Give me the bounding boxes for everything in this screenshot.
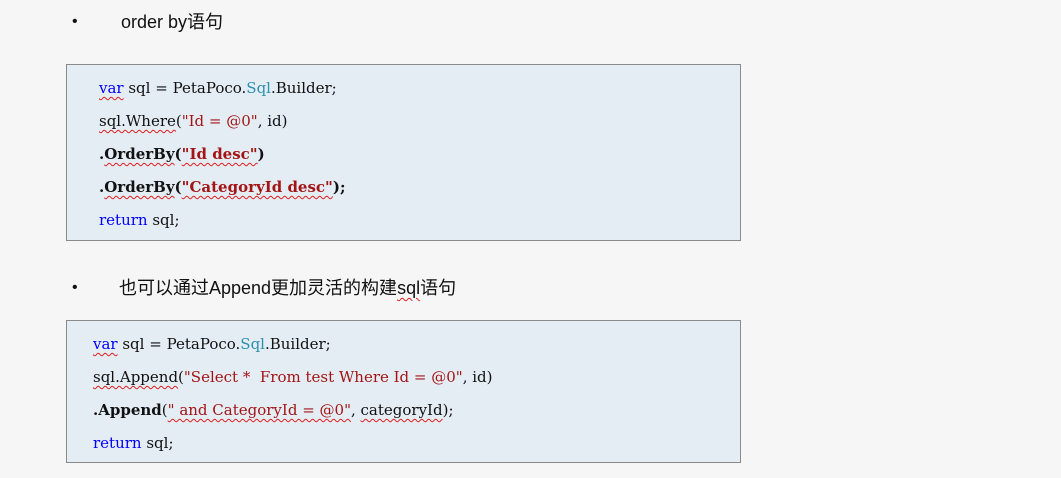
code-line-1: var sql = PetaPoco.Sql.Builder; xyxy=(99,79,337,97)
code-block-order-by: var sql = PetaPoco.Sql.Builder; sql.Wher… xyxy=(66,64,741,241)
code-line-3: .OrderBy("Id desc") xyxy=(99,145,265,163)
code-line-5: return sql; xyxy=(99,211,180,229)
keyword-var: var xyxy=(93,335,118,353)
keyword-return: return xyxy=(99,211,148,229)
code-line-1: var sql = PetaPoco.Sql.Builder; xyxy=(93,335,331,353)
bullet-icon: • xyxy=(72,13,78,30)
keyword-return: return xyxy=(93,434,142,452)
section-1-heading: order by语句 xyxy=(121,12,224,32)
code-line-2: sql.Append("Select * From test Where Id … xyxy=(93,368,493,386)
code-line-3: .Append(" and CategoryId = @0", category… xyxy=(93,401,454,419)
code-block-append: var sql = PetaPoco.Sql.Builder; sql.Appe… xyxy=(66,320,741,463)
code-line-2: sql.Where("Id = @0", id) xyxy=(99,112,288,130)
bullet-icon: • xyxy=(72,279,78,296)
section-2-heading: 也可以通过Append更加灵活的构建sql语句 xyxy=(119,278,457,298)
keyword-var: var xyxy=(99,79,124,97)
code-line-4: .OrderBy("CategoryId desc"); xyxy=(99,178,346,196)
code-line-4: return sql; xyxy=(93,434,174,452)
